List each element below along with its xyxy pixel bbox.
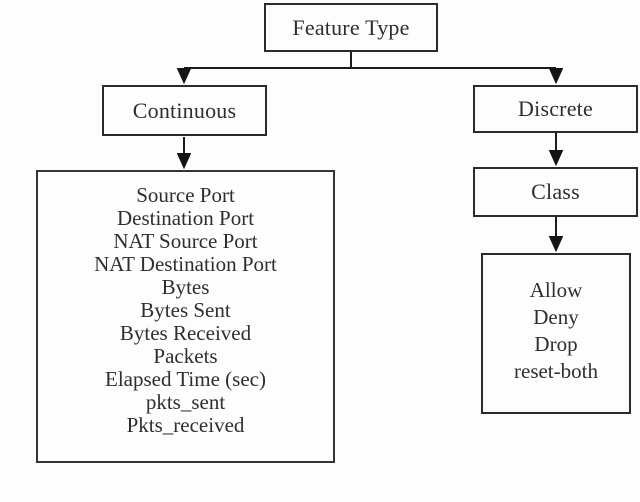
node-feature-type-label: Feature Type (292, 14, 410, 40)
list-item: Pkts_received (126, 413, 245, 437)
list-item: NAT Destination Port (94, 252, 277, 276)
list-item: Deny (533, 304, 579, 329)
list-item: Bytes Received (119, 321, 252, 345)
list-item: Bytes (161, 275, 210, 299)
list-item: Source Port (136, 183, 235, 207)
list-item: Destination Port (116, 206, 255, 230)
list-item: reset-both (514, 358, 598, 383)
list-item: pkts_sent (145, 390, 226, 414)
list-item: Elapsed Time (sec) (105, 367, 266, 391)
list-item: Drop (534, 331, 578, 356)
node-feature-type: Feature Type (264, 3, 438, 52)
node-discrete: Discrete (473, 85, 638, 133)
node-discrete-label: Discrete (518, 96, 593, 121)
list-item: Allow (529, 277, 583, 302)
node-continuous: Continuous (102, 85, 267, 136)
node-class-label: Class (531, 179, 580, 204)
node-class: Class (473, 167, 638, 217)
list-item: Packets (153, 344, 218, 368)
list-item: Bytes Sent (140, 298, 231, 322)
connector-root-split (184, 52, 556, 69)
node-continuous-label: Continuous (132, 97, 237, 123)
list-item: NAT Source Port (113, 229, 258, 253)
